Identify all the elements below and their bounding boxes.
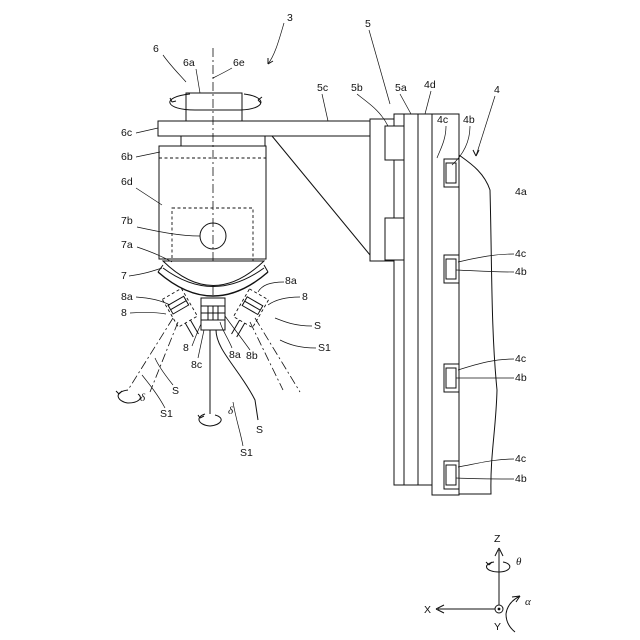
label-S-left: S	[172, 385, 179, 397]
label-6: 6	[153, 43, 159, 55]
label-8c-center: 8c	[191, 359, 202, 371]
label-7a: 7a	[121, 239, 133, 251]
label-8a-left: 8a	[121, 291, 133, 303]
label-4d: 4d	[424, 79, 436, 91]
wall-4	[459, 155, 497, 494]
axis-alpha-label: α	[525, 596, 531, 608]
rotation-arrow-delta-center-icon	[198, 414, 221, 426]
label-8-center: 8	[183, 342, 189, 354]
label-4: 4	[494, 84, 500, 96]
axis-z-label: Z	[494, 533, 501, 545]
label-4b-3: 4b	[515, 473, 527, 485]
sensor-8-left	[162, 288, 205, 341]
sensor-8-right	[225, 289, 268, 342]
label-5: 5	[365, 18, 371, 30]
label-6c: 6c	[121, 127, 132, 139]
label-8-right: 8	[302, 291, 308, 303]
label-4c-top: 4c	[437, 114, 448, 126]
head-6	[159, 48, 266, 297]
label-S1-center: S1	[240, 447, 253, 459]
label-6d: 6d	[121, 176, 133, 188]
label-6a: 6a	[183, 57, 195, 69]
label-8a-right: 8a	[285, 275, 297, 287]
label-8b-center: 8b	[246, 350, 258, 362]
label-delta-left: δ	[140, 392, 146, 404]
label-8a-center: 8a	[229, 349, 241, 361]
label-4c-1: 4c	[515, 248, 526, 260]
label-S-center: S	[256, 424, 263, 436]
label-4c-3: 4c	[515, 453, 526, 465]
label-6b: 6b	[121, 151, 133, 163]
label-4b-2: 4b	[515, 372, 527, 384]
label-delta-center: δ	[228, 405, 234, 417]
label-3: 3	[287, 12, 293, 24]
axis-x-label: X	[424, 604, 431, 616]
label-8-left: 8	[121, 307, 127, 319]
label-4b-1: 4b	[515, 266, 527, 278]
label-7b: 7b	[121, 215, 133, 227]
axis-y-label: Y	[494, 621, 501, 633]
label-S-right: S	[314, 320, 321, 332]
label-6e: 6e	[233, 57, 245, 69]
label-5c: 5c	[317, 82, 328, 94]
label-4b-top: 4b	[463, 114, 475, 126]
label-4c-2: 4c	[515, 353, 526, 365]
label-S1-left: S1	[160, 408, 173, 420]
label-5a: 5a	[395, 82, 407, 94]
axis-theta-label: θ	[516, 556, 522, 568]
label-5b: 5b	[351, 82, 363, 94]
label-4a: 4a	[515, 186, 527, 198]
beam-lines	[128, 318, 300, 420]
axes-indicator: Z θ X Y α	[424, 533, 531, 633]
label-7: 7	[121, 270, 127, 282]
rotation-arrow-delta-left-icon	[116, 390, 140, 403]
label-S1-right: S1	[318, 342, 331, 354]
